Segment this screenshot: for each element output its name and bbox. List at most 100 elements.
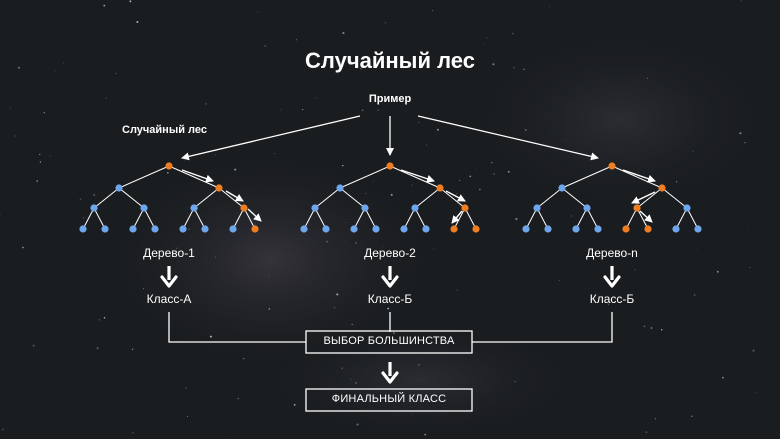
star: [22, 246, 24, 249]
tree-edge: [82, 207, 95, 230]
star: [463, 62, 466, 64]
star: [187, 416, 189, 417]
star: [417, 363, 420, 366]
tree-node: [79, 225, 87, 233]
tree-edge: [182, 207, 195, 230]
star: [390, 193, 393, 196]
tree-node-selected: [251, 225, 259, 233]
star: [336, 293, 339, 296]
star: [345, 240, 346, 242]
star: [82, 217, 85, 219]
tree-edge: [686, 207, 699, 230]
star: [426, 144, 428, 146]
star: [341, 367, 343, 369]
majority-vote-box: [305, 330, 473, 354]
tree-edge: [93, 187, 120, 209]
tree-node-selected: [633, 204, 641, 212]
star: [87, 143, 89, 145]
tree-2-graph: [300, 162, 480, 233]
star: [418, 121, 420, 124]
tree-edge: [611, 165, 663, 189]
star: [205, 103, 207, 105]
star: [512, 32, 514, 35]
star: [131, 348, 134, 351]
tree1-label: Дерево-1: [143, 246, 195, 260]
decision-path-arrow: [181, 169, 214, 183]
tree-node: [558, 184, 566, 192]
star: [722, 376, 724, 379]
decision-path-arrow: [622, 169, 656, 183]
tree-node: [140, 204, 148, 212]
star: [10, 107, 11, 109]
tree-node: [300, 225, 308, 233]
star: [197, 207, 199, 209]
star: [280, 109, 282, 111]
tree-edge: [118, 187, 145, 209]
star: [315, 97, 317, 99]
example-to-tree1-arrow: [181, 115, 361, 161]
star: [309, 124, 311, 125]
decision-path-arrow: [631, 191, 656, 204]
star: [0, 213, 1, 215]
tree-node: [322, 225, 330, 233]
star: [549, 6, 550, 7]
star: [411, 413, 413, 415]
star: [493, 173, 496, 175]
star: [93, 193, 96, 197]
star: [372, 181, 374, 183]
tree-edge: [414, 187, 441, 209]
tree-node: [594, 225, 602, 233]
tree-node-selected: [436, 184, 444, 192]
star: [215, 256, 217, 258]
star: [176, 247, 178, 250]
star: [39, 153, 41, 155]
star: [264, 45, 267, 47]
star: [565, 140, 566, 141]
star: [524, 128, 527, 131]
star: [752, 349, 755, 352]
star: [129, 0, 132, 3]
tree-edge: [339, 165, 391, 189]
star: [268, 276, 270, 278]
down-arrow-head: [603, 275, 621, 288]
star: [268, 308, 271, 310]
star: [293, 404, 296, 406]
star: [43, 112, 45, 114]
page-title: Случайный лес: [305, 48, 475, 73]
star: [98, 318, 101, 321]
tree-node-selected: [240, 204, 248, 212]
tree-edge: [561, 165, 613, 189]
majority-vote-label: ВЫБОР БОЛЬШИНСТВА: [323, 335, 455, 347]
tree-edge: [464, 207, 477, 230]
star: [255, 223, 257, 225]
decision-path-arrow: [445, 190, 466, 202]
star: [103, 317, 106, 319]
tree-node: [572, 225, 580, 233]
tree-node-selected: [622, 225, 630, 233]
tree-node: [101, 225, 109, 233]
decision-path-arrow: [400, 169, 435, 183]
star: [740, 0, 742, 2]
star: [692, 150, 694, 152]
tree-node-selected: [658, 184, 666, 192]
star: [342, 32, 345, 35]
tree-node: [400, 225, 408, 233]
star: [354, 241, 357, 244]
tree-node-selected: [472, 225, 480, 233]
tree-node: [229, 225, 237, 233]
tree-node: [411, 204, 419, 212]
tree-node: [311, 204, 319, 212]
star: [2, 428, 4, 431]
tree-node: [372, 225, 380, 233]
tree-edge: [193, 187, 220, 209]
star: [694, 294, 696, 296]
tree-edge: [243, 207, 256, 230]
star: [558, 280, 560, 282]
tree-edge: [314, 187, 341, 209]
star: [697, 249, 698, 250]
vote-to-final-arrow: [381, 362, 399, 384]
tree-edge: [586, 207, 599, 230]
star: [342, 164, 344, 167]
star: [691, 415, 693, 417]
tree-node: [115, 184, 123, 192]
